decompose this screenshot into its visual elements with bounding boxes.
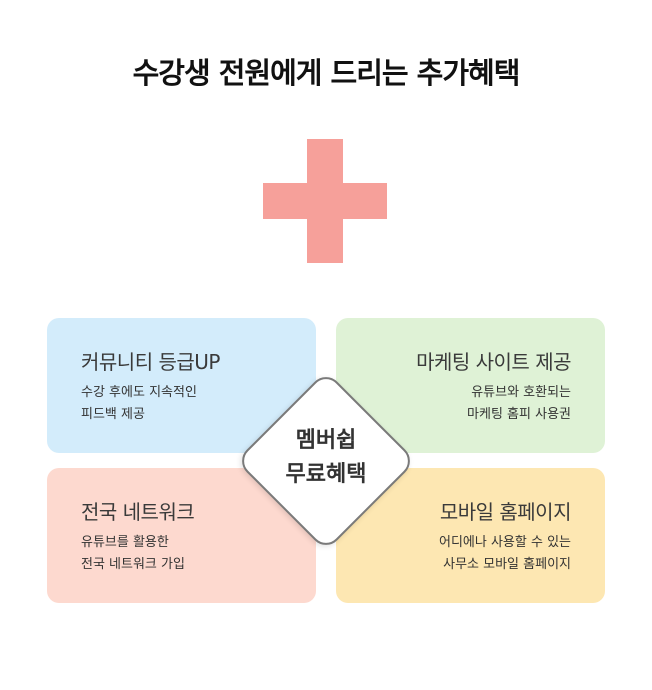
card-mobile-desc-line2: 사무소 모바일 홈페이지 [443,557,571,572]
card-community-desc: 수강 후에도 지속적인 피드백 제공 [81,382,197,426]
membership-label-line1: 멤버쉽 [295,428,357,453]
card-marketing-title: 마케팅 사이트 제공 [416,350,571,374]
page-title: 수강생 전원에게 드리는 추가혜택 [132,56,521,90]
card-network-desc-line2: 전국 네트워크 가입 [81,557,185,572]
card-mobile-title: 모바일 홈페이지 [439,500,572,524]
membership-badge: 멤버쉽 무료혜택 [230,365,422,557]
card-marketing-desc: 유튜브와 호환되는 마케팅 홈피 사용권 [467,382,571,426]
card-network-desc-line1: 유튜브를 활용한 [81,535,169,550]
membership-label-line2: 무료혜택 [285,462,367,487]
card-marketing-desc-line2: 마케팅 홈피 사용권 [467,407,571,422]
card-community-desc-line1: 수강 후에도 지속적인 [81,385,197,400]
membership-label: 멤버쉽 무료혜택 [230,424,422,492]
card-network-desc: 유튜브를 활용한 전국 네트워크 가입 [81,532,185,576]
card-mobile-desc: 어디에나 사용할 수 있는 사무소 모바일 홈페이지 [439,532,571,576]
plus-icon [263,139,387,263]
plus-horizontal-bar [263,183,387,219]
card-community-desc-line2: 피드백 제공 [81,407,145,422]
card-network-title: 전국 네트워크 [81,500,195,524]
card-mobile-desc-line1: 어디에나 사용할 수 있는 [439,535,571,550]
card-community-title: 커뮤니티 등급UP [81,350,220,374]
card-marketing-desc-line1: 유튜브와 호환되는 [471,385,571,400]
